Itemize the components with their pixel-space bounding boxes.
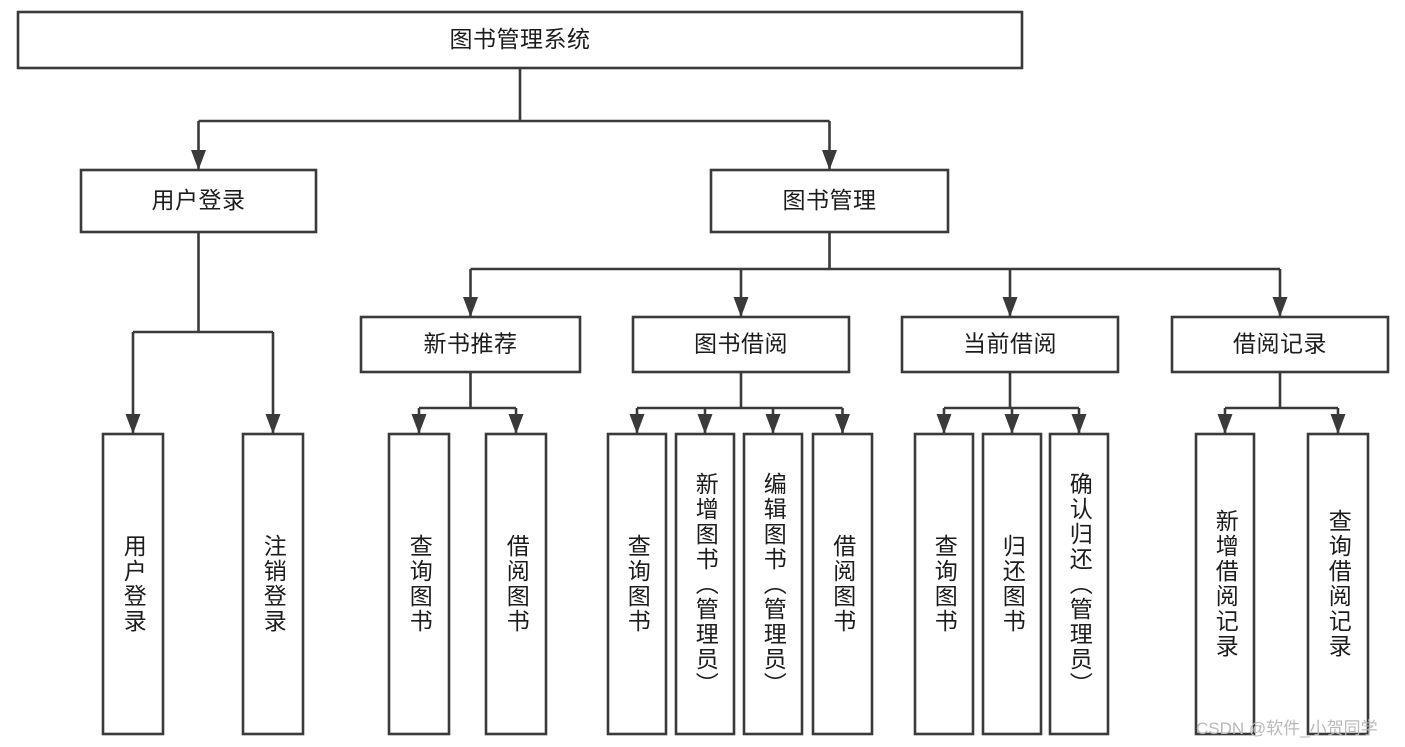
node-box-leaf-return-book[interactable]	[981, 432, 1043, 736]
connector-arrowhead	[629, 414, 645, 434]
node-box-leaf-borrow-book-b[interactable]	[811, 432, 874, 736]
node-box-leaf-edit-book[interactable]	[742, 432, 804, 736]
connector-arrowhead	[463, 297, 478, 317]
node-box-leaf-add-record[interactable]	[1194, 432, 1256, 736]
connector-arrowhead	[265, 414, 281, 434]
node-box-book-manage[interactable]	[709, 168, 950, 234]
connector-arrowhead	[697, 414, 713, 434]
node-label-book-borrow: 图书借阅	[694, 331, 788, 357]
node-box-book-borrow[interactable]	[631, 315, 851, 374]
node-box-leaf-user-login[interactable]	[101, 432, 165, 736]
node-box-root[interactable]	[16, 10, 1024, 70]
node-box-borrow-record[interactable]	[1170, 315, 1390, 374]
connector-arrowhead	[733, 297, 749, 317]
node-box-leaf-query-book-rec[interactable]	[387, 432, 451, 736]
node-box-leaf-borrow-book-rec[interactable]	[484, 432, 548, 736]
node-box-leaf-query-book-c[interactable]	[913, 432, 975, 736]
node-label-new-book-rec: 新书推荐	[424, 331, 518, 357]
node-box-current-borrow[interactable]	[900, 315, 1120, 374]
node-label-user-login: 用户登录	[152, 187, 246, 213]
connector-arrowhead	[1002, 297, 1018, 317]
connector-arrowhead	[1272, 297, 1288, 317]
connectors-layer	[125, 68, 1346, 434]
node-box-new-book-rec[interactable]	[359, 315, 582, 374]
node-label-book-manage: 图书管理	[783, 187, 877, 213]
connector-arrowhead	[765, 414, 781, 434]
connector-arrowhead	[1071, 414, 1087, 434]
connector-arrowhead	[936, 414, 952, 434]
node-box-leaf-logout[interactable]	[241, 432, 305, 736]
node-box-leaf-confirm-return[interactable]	[1048, 432, 1110, 736]
connector-arrowhead	[411, 414, 427, 434]
connector-arrowhead	[191, 150, 206, 170]
node-box-leaf-query-record[interactable]	[1306, 432, 1370, 736]
connector-arrowhead	[125, 414, 141, 434]
node-label-current-borrow: 当前借阅	[963, 331, 1057, 357]
node-box-user-login[interactable]	[79, 168, 318, 234]
connector-arrowhead	[1217, 414, 1233, 434]
watermark-text: CSDN @软件_小贺同学	[1196, 719, 1378, 738]
node-label-root: 图书管理系统	[450, 26, 591, 52]
connector-arrowhead	[1004, 414, 1020, 434]
connector-arrowhead	[822, 150, 837, 170]
node-box-leaf-add-book[interactable]	[674, 432, 736, 736]
connector-arrowhead	[508, 414, 524, 434]
connector-arrowhead	[835, 414, 850, 434]
node-label-borrow-record: 借阅记录	[1233, 331, 1327, 357]
connector-arrowhead	[1330, 414, 1346, 434]
node-box-leaf-query-book-b[interactable]	[606, 432, 668, 736]
